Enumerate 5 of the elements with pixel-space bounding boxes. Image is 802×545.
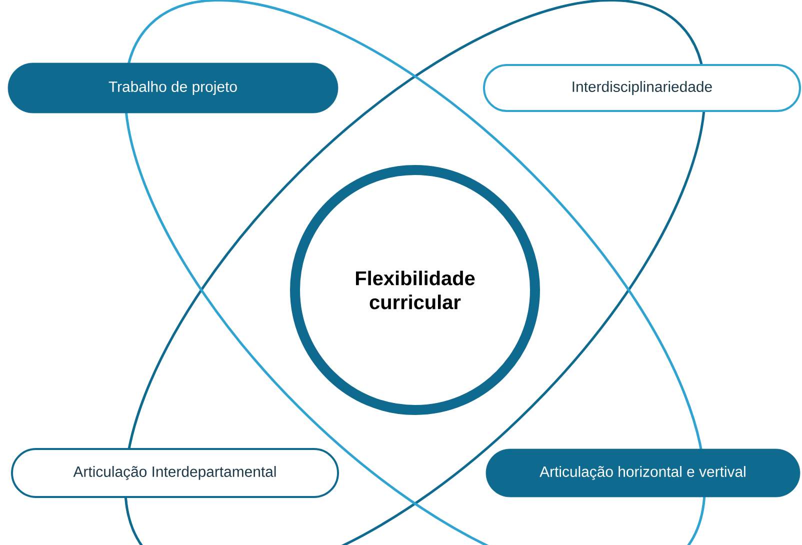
label-pill: Articulação horizontal e vertival [486, 448, 800, 498]
label-pill: Articulação Interdepartamental [11, 448, 339, 498]
node-label: Interdisciplinariedade [572, 81, 712, 95]
label-pill: Trabalho de projeto [8, 62, 338, 114]
label-pill: Interdisciplinariedade [483, 64, 801, 112]
